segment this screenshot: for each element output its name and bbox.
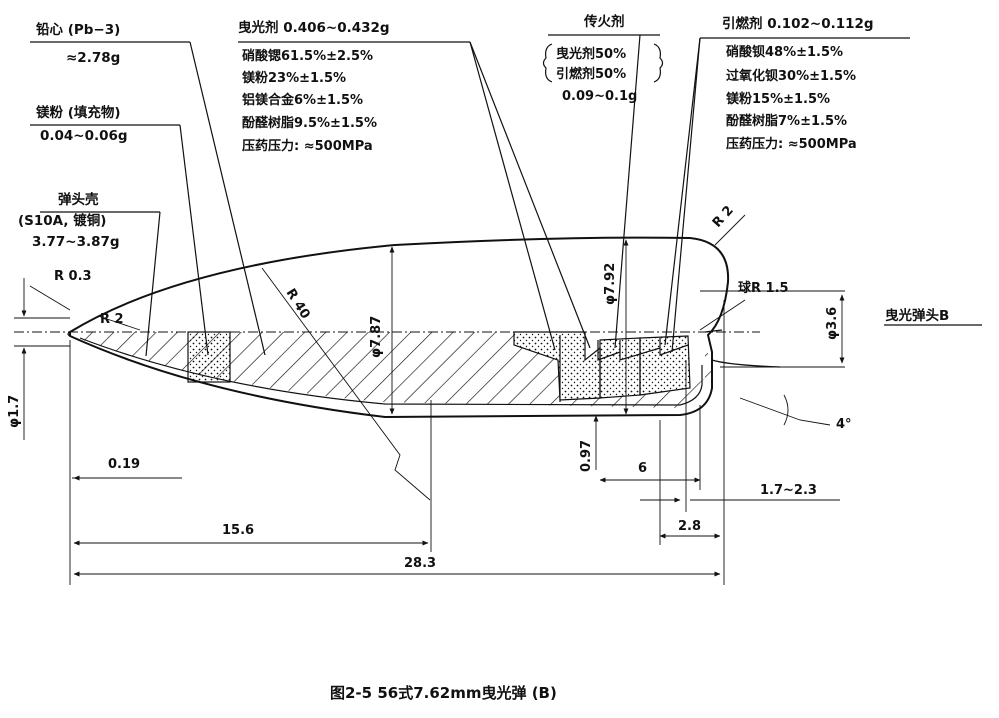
dim-d17-23: 1.7~2.3 bbox=[760, 483, 817, 498]
label-side: 曳光弹头B bbox=[885, 307, 949, 324]
label-tracer-3: 铝镁合金6%±1.5% bbox=[242, 92, 363, 108]
label-igniter: 引燃剂 0.102~0.112g bbox=[722, 15, 874, 32]
label-tracer-4: 酚醛树脂9.5%±1.5% bbox=[242, 115, 377, 131]
label-igniter-2: 过氧化钡30%±1.5% bbox=[726, 68, 856, 84]
label-mg-filler: 镁粉 (填充物) bbox=[36, 104, 121, 121]
label-tracer-1: 硝酸锶61.5%±2.5% bbox=[242, 48, 373, 64]
leader-lines bbox=[30, 34, 910, 357]
label-igniter-1: 硝酸钡48%±1.5% bbox=[726, 44, 843, 60]
dim-d283: 28.3 bbox=[404, 556, 436, 571]
label-igniter-4: 酚醛树脂7%±1.5% bbox=[726, 113, 847, 129]
label-lead-core-mass: ≈2.78g bbox=[66, 50, 120, 66]
dimension-lines bbox=[14, 214, 845, 585]
label-jacket-mass: 3.77~3.87g bbox=[32, 234, 120, 250]
dim-d6: 6 bbox=[638, 461, 647, 476]
figure-caption: 图2-5 56式7.62mm曳光弹 (B) bbox=[330, 684, 557, 702]
dim-r40: R 40 bbox=[283, 286, 313, 322]
dim-d17: φ1.7 bbox=[7, 395, 22, 428]
bullet-section bbox=[14, 236, 781, 419]
label-igniter-3: 镁粉15%±1.5% bbox=[726, 91, 830, 107]
dim-r2-tip: R 2 bbox=[100, 312, 124, 327]
label-tracer-5: 压药压力: ≈500MPa bbox=[242, 138, 373, 154]
dim-ball-r: 球R 1.5 bbox=[738, 280, 789, 296]
dim-d4deg: 4° bbox=[836, 417, 852, 432]
dim-d787: φ7.87 bbox=[369, 316, 384, 358]
relay-bracket-left bbox=[542, 43, 553, 83]
label-mg-filler-mass: 0.04~0.06g bbox=[40, 128, 128, 144]
label-relay-mass: 0.09~0.1g bbox=[562, 89, 637, 104]
label-tracer: 曳光剂 0.406~0.432g bbox=[238, 19, 390, 36]
dim-d36: φ3.6 bbox=[825, 307, 840, 340]
dim-d28: 2.8 bbox=[678, 519, 701, 534]
dim-d019: 0.19 bbox=[108, 457, 140, 472]
label-igniter-5: 压药压力: ≈500MPa bbox=[726, 136, 857, 152]
dim-d792: φ7.92 bbox=[603, 263, 618, 305]
dim-d156: 15.6 bbox=[222, 523, 254, 538]
mg-filler-section bbox=[187, 331, 231, 383]
label-relay-1: 曳光剂50% bbox=[556, 46, 626, 62]
jacket-outline bbox=[69, 236, 730, 419]
relay-bracket-right bbox=[653, 43, 664, 83]
dim-r2-base: R 2 bbox=[710, 203, 737, 231]
label-relay: 传火剂 bbox=[583, 13, 625, 30]
label-tracer-2: 镁粉23%±1.5% bbox=[242, 70, 346, 86]
label-jacket: 弹头壳 bbox=[58, 191, 99, 208]
dim-d097: 0.97 bbox=[579, 440, 594, 472]
label-relay-2: 引燃剂50% bbox=[556, 66, 626, 82]
dim-r03: R 0.3 bbox=[54, 269, 92, 284]
label-lead-core: 铅心 (Pb−3) bbox=[36, 21, 120, 38]
label-jacket-material: (S10A, 镀铜) bbox=[18, 212, 106, 229]
